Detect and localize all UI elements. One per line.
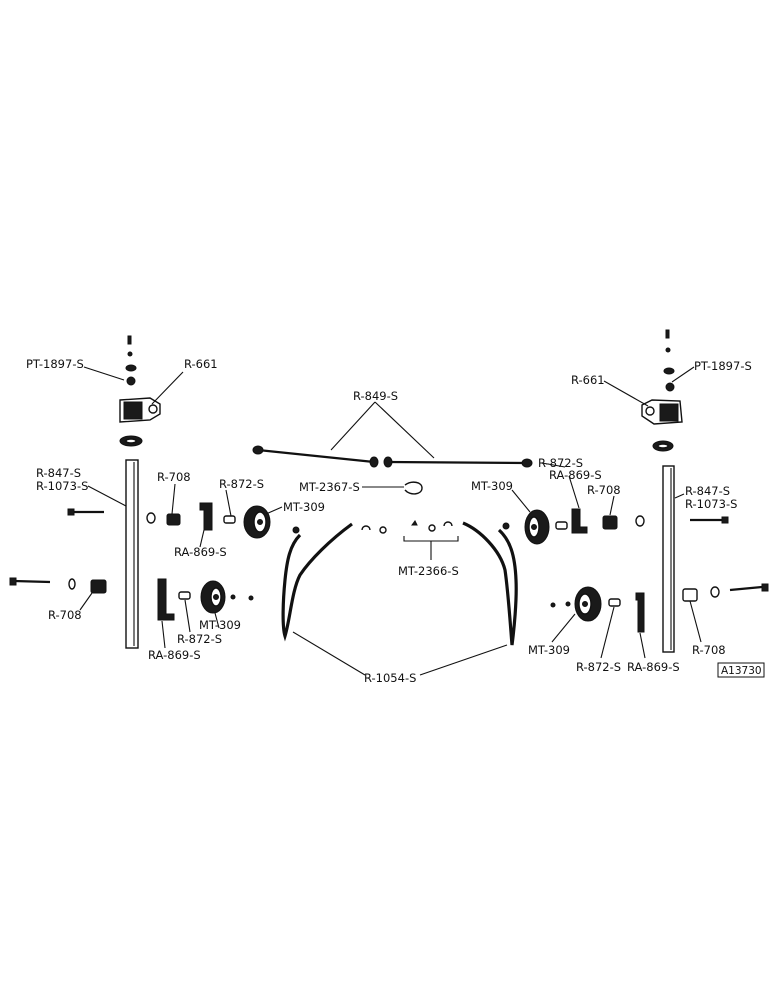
right-shaft (662, 465, 675, 653)
mt2366-bracket (403, 536, 459, 542)
figure-id: A13730 (721, 665, 762, 677)
clips-mt2366 (361, 520, 453, 534)
right-bolt-bottom (710, 583, 769, 598)
label-mt2366: MT-2366-S (398, 564, 459, 578)
label-ra869-right-top: RA-869-S (549, 468, 602, 482)
left-bolt-top (67, 508, 104, 516)
left-angle-bottom (157, 578, 175, 621)
label-r847-right: R-847-S (685, 484, 730, 498)
label-r1073-right: R-1073-S (685, 497, 737, 511)
left-angle-top (199, 502, 213, 531)
right-bracket-r661 (641, 399, 683, 425)
label-r708-left-top: R-708 (157, 470, 191, 484)
label-pt1897-left: PT-1897-S (26, 357, 84, 371)
right-angle-bottom (635, 592, 645, 633)
label-ra869-left-bottom: RA-869-S (148, 648, 201, 662)
label-ra869-left-top: RA-869-S (174, 545, 227, 559)
left-pulley-bottom (200, 580, 226, 614)
label-r872-left-top: R-872-S (219, 477, 264, 491)
left-bracket-r661 (119, 397, 161, 423)
label-mt309-right-bottom: MT-309 (528, 643, 570, 657)
right-pulley-bottom (574, 586, 602, 622)
right-bolt-top (690, 516, 729, 524)
label-mt309-left-top: MT-309 (283, 500, 325, 514)
label-r1054: R-1054-S (364, 671, 416, 685)
label-r872-right-top: R-872-S (538, 456, 583, 470)
left-pin-top (223, 515, 236, 524)
label-pt1897-right: PT-1897-S (694, 359, 752, 373)
left-bolt-stack (125, 335, 137, 386)
label-r708-right-top: R-708 (587, 483, 621, 497)
label-r872-left-bottom: R-872-S (177, 632, 222, 646)
leader-lines (79, 366, 702, 676)
label-mt309-right-top: MT-309 (471, 479, 513, 493)
left-nut-bottom (90, 579, 107, 594)
hook-mt2367 (404, 481, 423, 495)
label-ra869-right-bottom: RA-869-S (627, 660, 680, 674)
left-pin-bottom (178, 591, 191, 600)
left-chain-loop (281, 522, 353, 642)
left-pulley-top (243, 505, 271, 539)
left-shaft (125, 459, 139, 649)
label-mt2367: MT-2367-S (299, 480, 360, 494)
label-mt309-left-bottom: MT-309 (199, 618, 241, 632)
label-r872-right-bottom: R-872-S (576, 660, 621, 674)
right-nut-bottom (682, 588, 698, 602)
figure-id-box (717, 662, 765, 678)
left-tie-rod (252, 445, 379, 468)
right-nut-top (602, 515, 618, 530)
label-r849: R-849-S (353, 389, 398, 403)
right-chain-loop (462, 521, 518, 646)
right-pulley-top (524, 509, 550, 545)
right-pin-top (555, 521, 568, 530)
labels: PT-1897-S R-661 R-847-S R-1073-S R-708 R… (26, 357, 765, 685)
label-r708-right-bottom: R-708 (692, 643, 726, 657)
label-r1073-left: R-1073-S (36, 479, 88, 493)
right-pin-bottom (608, 598, 621, 607)
label-r847-left: R-847-S (36, 466, 81, 480)
left-bolt-bottom (9, 577, 76, 590)
label-r661-left: R-661 (184, 357, 218, 371)
left-nut-top (166, 513, 181, 526)
right-bolt-stack (663, 329, 675, 392)
label-r708-left-bottom: R-708 (48, 608, 82, 622)
label-r661-right: R-661 (571, 373, 605, 387)
right-angle-top (571, 508, 588, 534)
right-tie-rod (383, 456, 533, 468)
